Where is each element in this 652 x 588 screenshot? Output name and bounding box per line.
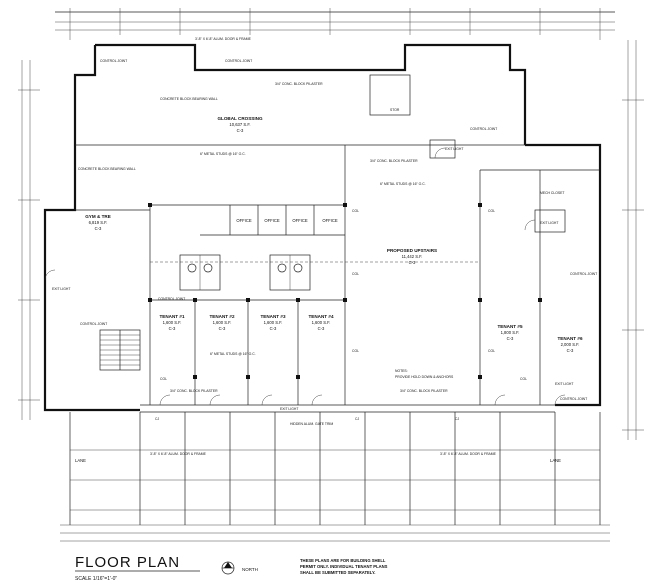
label-overhead-2: 3'-8" X 6'-8" ALUM. DOOR & FRAME (440, 452, 497, 456)
room-name-tenant-f: TENANT #6 (557, 336, 582, 341)
label-stor: STOR (390, 108, 400, 112)
label-control-joint-1: CONTROL JOINT (100, 59, 127, 63)
shell-note-line-2: PERMIT ONLY. INDIVIDUAL TENANT PLANS (300, 564, 388, 569)
label-metal-studs-1: 6" METAL STUDS @ 16" O.C. (200, 152, 246, 156)
room-code-proposed: C-3 (409, 260, 416, 265)
room-code-tenant-d: C-3 (318, 326, 325, 331)
label-plaster-2: 3/4" CONC. BLOCK PILASTER (400, 389, 448, 393)
room-labels: GLOBAL CROSSING 10,637 S.F. C-3 TENANT #… (85, 116, 583, 353)
label-col-7: COL (160, 377, 167, 381)
label-exit-light-5: EXIT LIGHT (52, 287, 70, 291)
label-control-joint-6: CONTROL JOINT (80, 322, 107, 326)
room-name-tenant-b: TENANT #2 (209, 314, 234, 319)
room-code-tenant-e: C-3 (507, 336, 514, 341)
label-mech-closet: MECH CLOSET (540, 191, 565, 195)
office-label-2: OFFICE (264, 218, 280, 223)
room-name-gym: GYM & TRE (85, 214, 111, 219)
label-control-joint-5: CONTROL JOINT (158, 297, 185, 301)
shell-note-line-1: THESE PLANS ARE FOR BUILDING SHELL (300, 558, 386, 563)
annotation-labels: CONTROL JOINT CONTROL JOINT CONTROL JOIN… (52, 37, 597, 463)
room-area-tenant-c: 1,600 S.F. (264, 320, 283, 325)
room-name-global: GLOBAL CROSSING (217, 116, 263, 121)
label-col-3: COL (352, 272, 359, 276)
label-control-joint-2: CONTROL JOINT (225, 59, 252, 63)
room-code-gym: C-3 (95, 226, 102, 231)
label-lane-left: LANE (75, 458, 86, 463)
label-cj-3: CJ (455, 417, 459, 421)
drawing-title: FLOOR PLAN (75, 554, 180, 571)
label-col-5: COL (352, 349, 359, 353)
room-name-tenant-a: TENANT #1 (159, 314, 184, 319)
label-conc-block: CONCRETE BLOCK BEARING WALL (78, 167, 136, 171)
label-plaster-3: 3/4" CONC. BLOCK PILASTER (275, 82, 323, 86)
label-control-joint-3: CONTROL JOINT (470, 127, 497, 131)
label-notes: NOTES: (395, 369, 408, 373)
side-dimension-lines (18, 40, 644, 440)
label-control-joint-4: CONTROL JOINT (570, 272, 597, 276)
storefront-bays (60, 412, 610, 542)
top-dimension-lines (55, 8, 615, 40)
room-area-tenant-e: 1,800 S.F. (501, 330, 520, 335)
title-block: FLOOR PLAN SCALE 1/16"=1'-0" NORTH THESE… (75, 554, 388, 582)
room-area-tenant-f: 2,000 S.F. (561, 342, 580, 347)
restroom-fixtures (179, 254, 311, 291)
room-area-tenant-d: 1,600 S.F. (312, 320, 331, 325)
label-exit-light-2: EXIT LIGHT (540, 221, 558, 225)
room-code-tenant-b: C-3 (219, 326, 226, 331)
room-area-proposed: 11,442 S.F. (402, 254, 423, 259)
label-plaster-4: 3/4" CONC. BLOCK PILASTER (370, 159, 418, 163)
label-cj-1: CJ (155, 417, 159, 421)
room-name-tenant-c: TENANT #3 (260, 314, 285, 319)
label-exit-light-1: EXIT LIGHT (445, 147, 463, 151)
office-label-1: OFFICE (236, 218, 252, 223)
doors (44, 147, 566, 406)
stairs (99, 329, 141, 371)
label-conc-block-2: CONCRETE BLOCK BEARING WALL (160, 97, 218, 101)
label-metal-studs-3: 6" METAL STUDS @ 16" O.C. (210, 352, 256, 356)
room-code-global: C-3 (237, 128, 244, 133)
label-overhead-3: 3'-8" X 6'-8" ALUM. DOOR & FRAME (150, 452, 207, 456)
shell-note-line-3: SHALL BE SUBMITTED SEPARATELY. (300, 570, 375, 575)
label-exit-light-3: EXIT LIGHT (280, 407, 298, 411)
office-label-4: OFFICE (322, 218, 338, 223)
label-col-1: COL (352, 209, 359, 213)
room-area-global: 10,637 S.F. (229, 122, 250, 127)
label-col-6: COL (520, 377, 527, 381)
room-code-tenant-c: C-3 (270, 326, 277, 331)
room-code-tenant-f: C-3 (567, 348, 574, 353)
label-cj-2: CJ (355, 417, 359, 421)
label-control-joint-7: CONTROL JOINT (560, 397, 587, 401)
label-overhead-1: 3'-8" X 6'-8" ALUM. DOOR & FRAME (195, 37, 252, 41)
label-col-4: COL (488, 349, 495, 353)
label-provide: PROVIDE HOLD DOWN & ANCHORS (395, 375, 454, 379)
room-code-tenant-a: C-3 (169, 326, 176, 331)
label-lane-right: LANE (550, 458, 561, 463)
label-exit-light-4: EXIT LIGHT (555, 382, 573, 386)
room-area-tenant-a: 1,600 S.F. (163, 320, 182, 325)
room-name-tenant-e: TENANT #5 (497, 324, 522, 329)
drawing-scale: SCALE 1/16"=1'-0" (75, 576, 117, 582)
north-arrow-icon (221, 561, 235, 575)
exterior-walls (43, 43, 602, 413)
label-metal-studs-2: 6" METAL STUDS @ 16" O.C. (380, 182, 426, 186)
north-label: NORTH (242, 567, 258, 572)
label-gate: HIDDEN ALUM. GATE TRIM (290, 422, 333, 426)
label-col-2: COL (488, 209, 495, 213)
label-plaster-1: 3/4" CONC. BLOCK PILASTER (170, 389, 218, 393)
room-area-gym: 6,819 S.F. (89, 220, 108, 225)
room-name-proposed: PROPOSED UPSTAIRS (387, 248, 437, 253)
office-label-3: OFFICE (292, 218, 308, 223)
columns (148, 203, 542, 379)
room-area-tenant-b: 1,600 S.F. (213, 320, 232, 325)
room-name-tenant-d: TENANT #4 (308, 314, 333, 319)
interior-walls (75, 74, 600, 405)
